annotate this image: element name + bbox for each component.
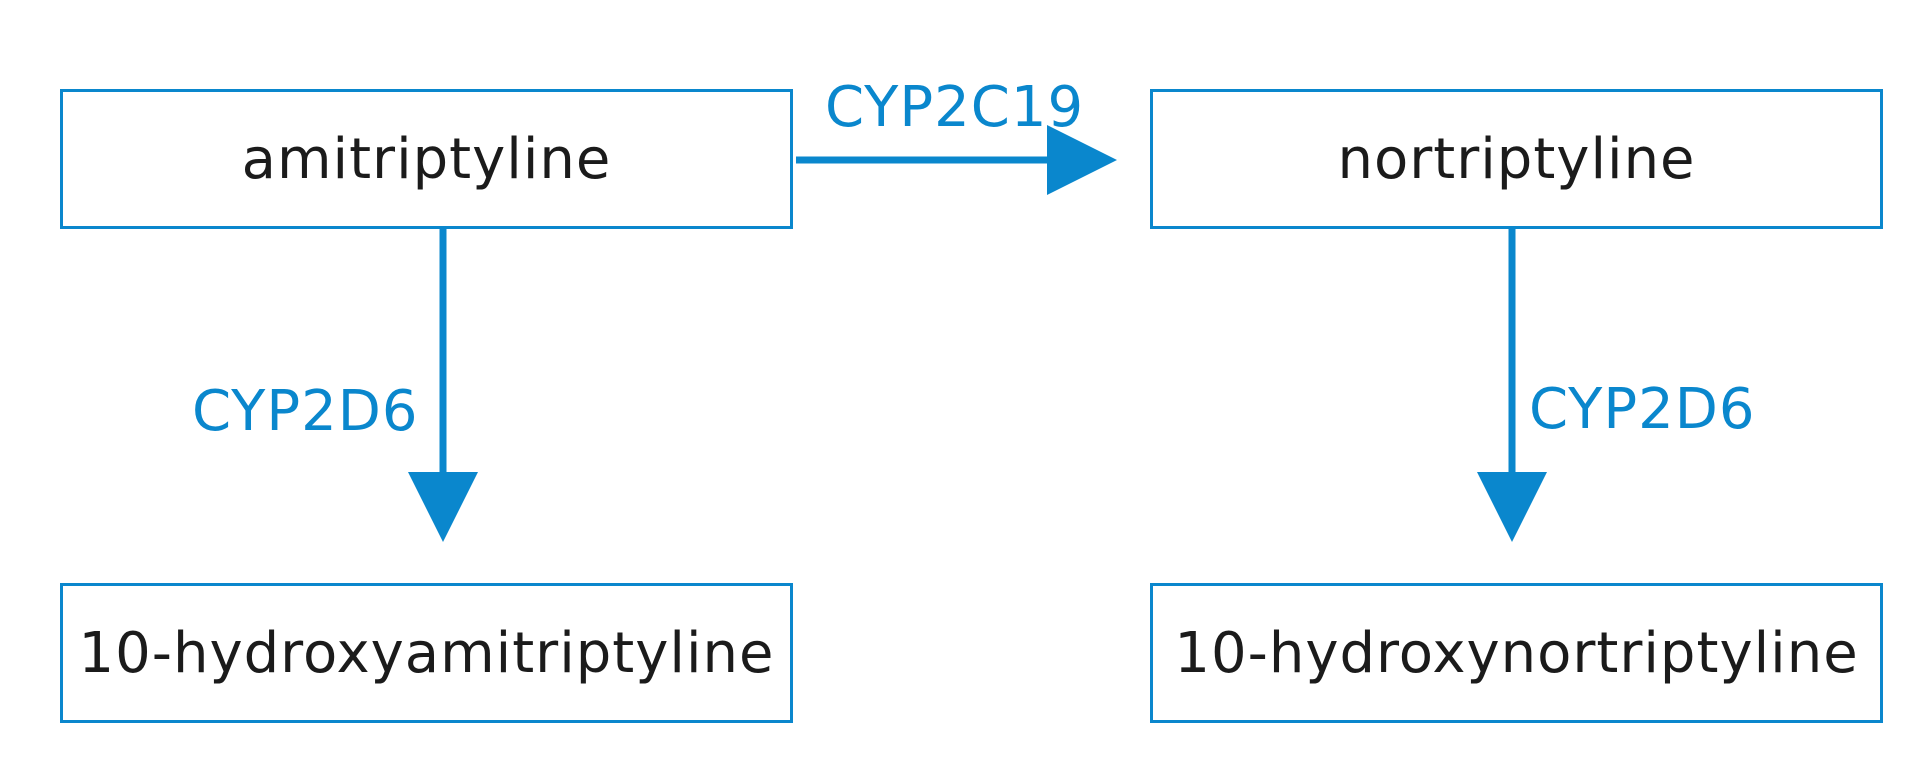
edge-label-cyp2d6-right: CYP2D6: [1529, 377, 1756, 442]
node-10-hydroxynortriptyline: 10-hydroxynortriptyline: [1150, 583, 1883, 723]
node-amitriptyline: amitriptyline: [60, 89, 793, 229]
node-10-hydroxyamitriptyline-label: 10-hydroxyamitriptyline: [78, 620, 775, 686]
node-nortriptyline-label: nortriptyline: [1337, 126, 1696, 192]
edge-label-cyp2c19: CYP2C19: [825, 75, 1085, 140]
node-10-hydroxyamitriptyline: 10-hydroxyamitriptyline: [60, 583, 793, 723]
node-amitriptyline-label: amitriptyline: [241, 126, 612, 192]
node-10-hydroxynortriptyline-label: 10-hydroxynortriptyline: [1174, 620, 1859, 686]
node-nortriptyline: nortriptyline: [1150, 89, 1883, 229]
edge-label-cyp2d6-left: CYP2D6: [192, 379, 419, 444]
